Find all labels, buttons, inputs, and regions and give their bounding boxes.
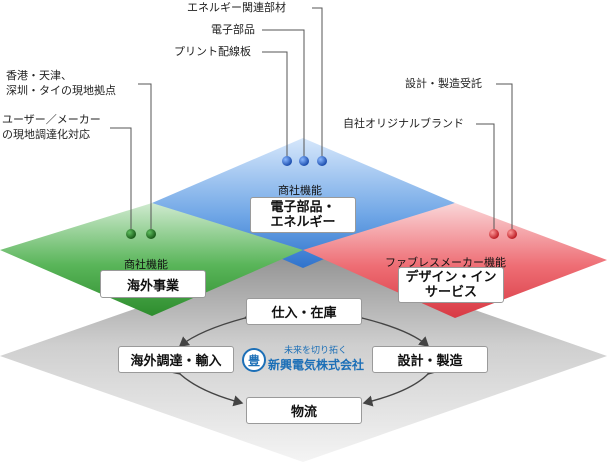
box-electronics-energy: 電子部品・ エネルギー <box>250 197 356 233</box>
cycle-arrows <box>170 310 438 407</box>
box-design-in-service-line1: デザイン・イン <box>405 270 497 285</box>
caption-trading-green: 商社機能 <box>124 258 168 271</box>
green-diamond <box>0 203 303 316</box>
label-local-bases-line2: 深圳・タイの現地拠点 <box>6 84 116 97</box>
label-design-mfg-contract: 設計・製造受託 <box>405 77 482 90</box>
label-energy-parts: エネルギー関連部材 <box>187 1 286 14</box>
box-overseas-procurement: 海外調達・輸入 <box>118 346 234 373</box>
box-overseas-business: 海外事業 <box>100 270 206 298</box>
caption-fabless: ファブレスメーカー機能 <box>385 256 506 269</box>
red-diamond <box>303 203 607 318</box>
label-electronic-parts: 電子部品 <box>211 23 255 36</box>
dot-blue-1 <box>282 156 292 166</box>
dot-red-1 <box>489 229 499 239</box>
label-pcb: プリント配線板 <box>174 45 251 58</box>
box-electronics-energy-line1: 電子部品・ <box>270 200 336 215</box>
dot-red-2 <box>507 229 517 239</box>
label-local-bases: 香港・天津、 深圳・タイの現地拠点 <box>6 68 116 98</box>
label-own-brand: 自社オリジナルブランド <box>343 117 464 130</box>
dot-blue-2 <box>299 156 309 166</box>
svg-text:豊: 豊 <box>248 353 260 368</box>
logo-company-name: 新興電気株式会社 <box>268 358 365 372</box>
label-local-bases-line1: 香港・天津、 <box>6 69 72 82</box>
box-logistics: 物流 <box>246 397 362 424</box>
dot-green-1 <box>126 229 136 239</box>
dot-green-2 <box>146 229 156 239</box>
box-purchase-inventory: 仕入・在庫 <box>246 298 362 325</box>
label-local-procurement-line2: の現地調達化対応 <box>2 128 90 141</box>
company-logo-mark: 豊 <box>242 348 266 372</box>
box-design-manufacturing: 設計・製造 <box>372 346 488 373</box>
leader-lines <box>110 7 513 233</box>
box-design-in-service-line2: サービス <box>424 285 477 300</box>
logo-tagline: 未来を切り拓く <box>284 346 348 356</box>
dot-blue-3 <box>317 156 327 166</box>
box-design-in-service: デザイン・イン サービス <box>398 267 504 303</box>
label-local-procurement-line1: ユーザー／メーカー <box>2 113 101 126</box>
label-local-procurement: ユーザー／メーカー の現地調達化対応 <box>2 112 101 142</box>
box-electronics-energy-line2: エネルギー <box>270 215 336 230</box>
caption-trading-blue: 商社機能 <box>278 184 322 197</box>
